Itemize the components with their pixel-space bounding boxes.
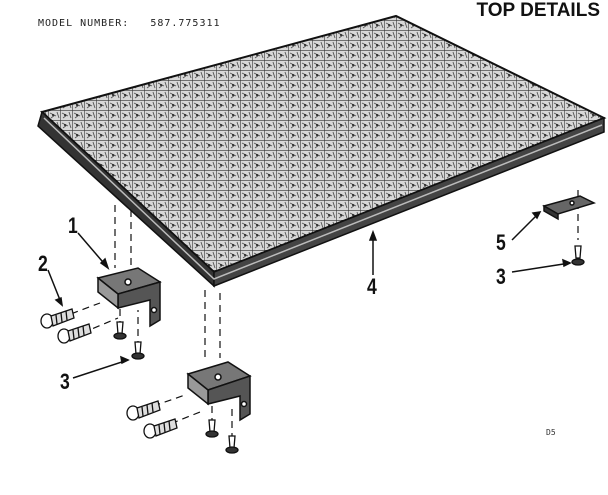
retaining-clip (542, 195, 597, 221)
callout-5: 5 (496, 230, 506, 255)
corner-bracket-lower (186, 361, 252, 422)
table-top (37, 14, 607, 288)
screw-bracket-upper-b (131, 341, 145, 360)
corner-bracket-upper (96, 267, 162, 328)
callout-4: 4 (367, 274, 377, 299)
carriage-bolt-lower (57, 323, 92, 344)
screw-bracket-lower-b (225, 435, 239, 454)
carriage-bolt-upper (40, 308, 75, 329)
callout-2: 2 (38, 251, 48, 276)
carriage-bolt-lower-right (143, 418, 178, 439)
model-number-label: MODEL NUMBER: (38, 18, 130, 29)
page-title: TOP DETAILS (476, 0, 600, 21)
screw-bracket-upper-a (113, 321, 127, 340)
model-number-value: 587.775311 (150, 18, 221, 29)
carriage-bolt-lower-left (126, 400, 161, 421)
callout-3-right: 3 (496, 264, 506, 289)
leader-lines (47, 211, 572, 379)
screw-bracket-lower-a (205, 419, 219, 438)
callout-3-left: 3 (60, 369, 70, 394)
callout-1: 1 (68, 213, 78, 238)
model-number-line: MODEL NUMBER: 587.775311 (38, 18, 221, 29)
screw-clip (571, 245, 585, 266)
diagram-code: D5 (546, 428, 556, 437)
